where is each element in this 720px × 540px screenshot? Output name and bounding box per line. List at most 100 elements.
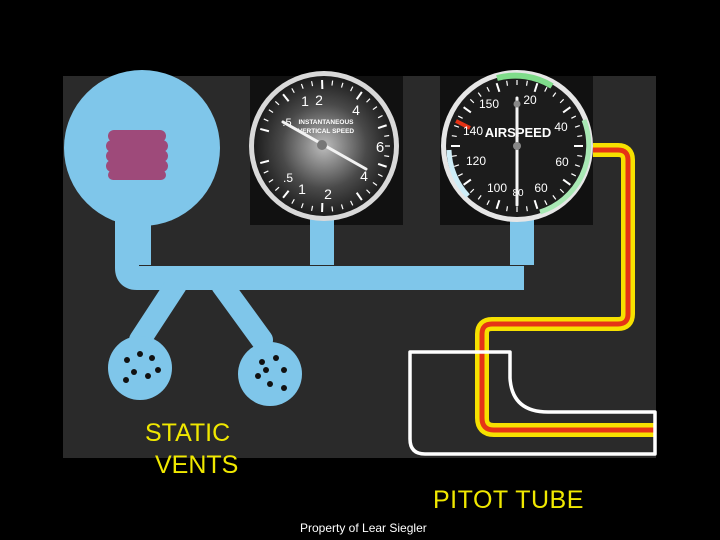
tick-mark bbox=[263, 118, 269, 122]
tick-mark bbox=[562, 106, 571, 114]
tick-mark bbox=[571, 173, 577, 177]
tick-mark bbox=[384, 155, 390, 158]
tick-mark bbox=[574, 164, 580, 167]
tick-mark bbox=[544, 86, 548, 92]
tick-mark bbox=[340, 204, 344, 210]
tick-mark bbox=[384, 134, 390, 137]
tick-mark bbox=[372, 106, 378, 111]
tick-mark bbox=[454, 125, 460, 128]
tick-mark bbox=[454, 164, 460, 167]
vsi-hub bbox=[317, 140, 327, 150]
pitot-tube-label: PITOT TUBE bbox=[433, 486, 584, 514]
tick-mark bbox=[268, 109, 274, 113]
tick-mark bbox=[469, 188, 475, 194]
tick-mark bbox=[533, 199, 539, 210]
tick-mark bbox=[355, 91, 363, 100]
airspeed-numeral: 20 bbox=[523, 93, 537, 107]
vsi-title-line1: INSTANTANEOUS bbox=[298, 119, 354, 126]
vsi-numeral: 4 bbox=[360, 168, 368, 184]
tick-mark bbox=[552, 92, 557, 98]
vsi-numeral: 2 bbox=[315, 92, 323, 108]
tick-mark bbox=[559, 188, 565, 194]
tick-mark bbox=[366, 98, 371, 103]
tick-mark bbox=[552, 194, 557, 200]
tick-mark bbox=[495, 199, 501, 210]
tick-mark bbox=[274, 186, 280, 192]
tick-mark bbox=[533, 82, 539, 93]
airspeed-numeral: 140 bbox=[463, 124, 483, 138]
tick-mark bbox=[469, 98, 475, 104]
airspeed-gauge-icon: 20 150 40 140 60 120 100 80 60 AIRSPEED bbox=[441, 70, 593, 222]
vsi-numeral: .5 bbox=[283, 171, 293, 185]
tick-mark bbox=[282, 190, 290, 199]
tick-mark bbox=[577, 154, 583, 157]
airspeed-numeral: 100 bbox=[487, 181, 507, 195]
tick-mark bbox=[377, 114, 383, 119]
airspeed-hub bbox=[513, 142, 521, 150]
tick-mark bbox=[577, 135, 583, 138]
tick-mark bbox=[457, 173, 463, 177]
airspeed-white-arc bbox=[446, 149, 470, 198]
tick-mark bbox=[355, 192, 363, 201]
credit-text: Property of Lear Siegler bbox=[300, 521, 427, 535]
tick-mark bbox=[350, 200, 354, 206]
tick-mark bbox=[451, 135, 457, 138]
tick-mark bbox=[377, 173, 383, 178]
tick-mark bbox=[350, 86, 354, 92]
airspeed-numeral: 150 bbox=[479, 97, 499, 111]
airspeed-tick-marks bbox=[451, 80, 583, 212]
static-port-icon bbox=[108, 336, 172, 400]
tick-mark bbox=[311, 205, 314, 211]
tick-mark bbox=[457, 115, 463, 119]
tick-mark bbox=[477, 194, 482, 200]
tick-mark bbox=[331, 206, 334, 212]
tick-mark bbox=[486, 200, 490, 206]
tick-mark bbox=[377, 124, 387, 130]
tick-mark bbox=[300, 83, 304, 89]
tick-mark bbox=[486, 86, 490, 92]
tick-mark bbox=[282, 93, 290, 102]
tick-mark bbox=[525, 206, 528, 212]
airspeed-numeral: 60 bbox=[534, 181, 548, 195]
tick-mark bbox=[274, 100, 280, 106]
airspeed-numeral: 60 bbox=[555, 155, 569, 169]
tick-mark bbox=[451, 154, 457, 157]
tick-mark bbox=[559, 98, 565, 104]
static-vents-label-line1: STATIC bbox=[145, 419, 231, 447]
tick-mark bbox=[377, 162, 387, 168]
static-vents-label-line2: VENTS bbox=[155, 451, 239, 479]
airspeed-redline bbox=[455, 119, 471, 130]
vsi-tick-marks bbox=[259, 79, 390, 213]
tick-mark bbox=[574, 125, 580, 128]
tick-mark bbox=[263, 170, 269, 174]
tick-mark bbox=[331, 80, 334, 86]
tick-mark bbox=[291, 198, 295, 204]
vsi-numeral: 1 bbox=[301, 93, 309, 109]
vsi-numeral: 2 bbox=[324, 186, 332, 202]
tick-mark bbox=[300, 203, 304, 209]
tick-mark bbox=[463, 106, 472, 114]
airspeed-numeral: 40 bbox=[554, 120, 568, 134]
airspeed-numeral: 120 bbox=[466, 154, 486, 168]
tick-mark bbox=[544, 200, 548, 206]
airspeed-needle-tip bbox=[513, 100, 521, 108]
tick-mark bbox=[506, 206, 509, 212]
vsi-numeral: 4 bbox=[352, 102, 360, 118]
tick-mark bbox=[340, 82, 344, 88]
tick-mark bbox=[525, 80, 528, 86]
pitot-pressure-line bbox=[475, 143, 655, 437]
tick-mark bbox=[311, 81, 314, 87]
airspeed-green-arc bbox=[539, 119, 592, 215]
tick-mark bbox=[291, 88, 295, 94]
tick-mark bbox=[495, 82, 501, 93]
aneroid-diaphragm-icon bbox=[106, 130, 168, 180]
tick-mark bbox=[562, 178, 571, 186]
tick-mark bbox=[463, 178, 472, 186]
tick-mark bbox=[571, 115, 577, 119]
vsi-title-line2: VERTICAL SPEED bbox=[298, 128, 355, 135]
tick-mark bbox=[506, 80, 509, 86]
vsi-numeral: 1 bbox=[298, 181, 306, 197]
tick-mark bbox=[477, 92, 482, 98]
pitot-tube-icon bbox=[408, 350, 657, 456]
